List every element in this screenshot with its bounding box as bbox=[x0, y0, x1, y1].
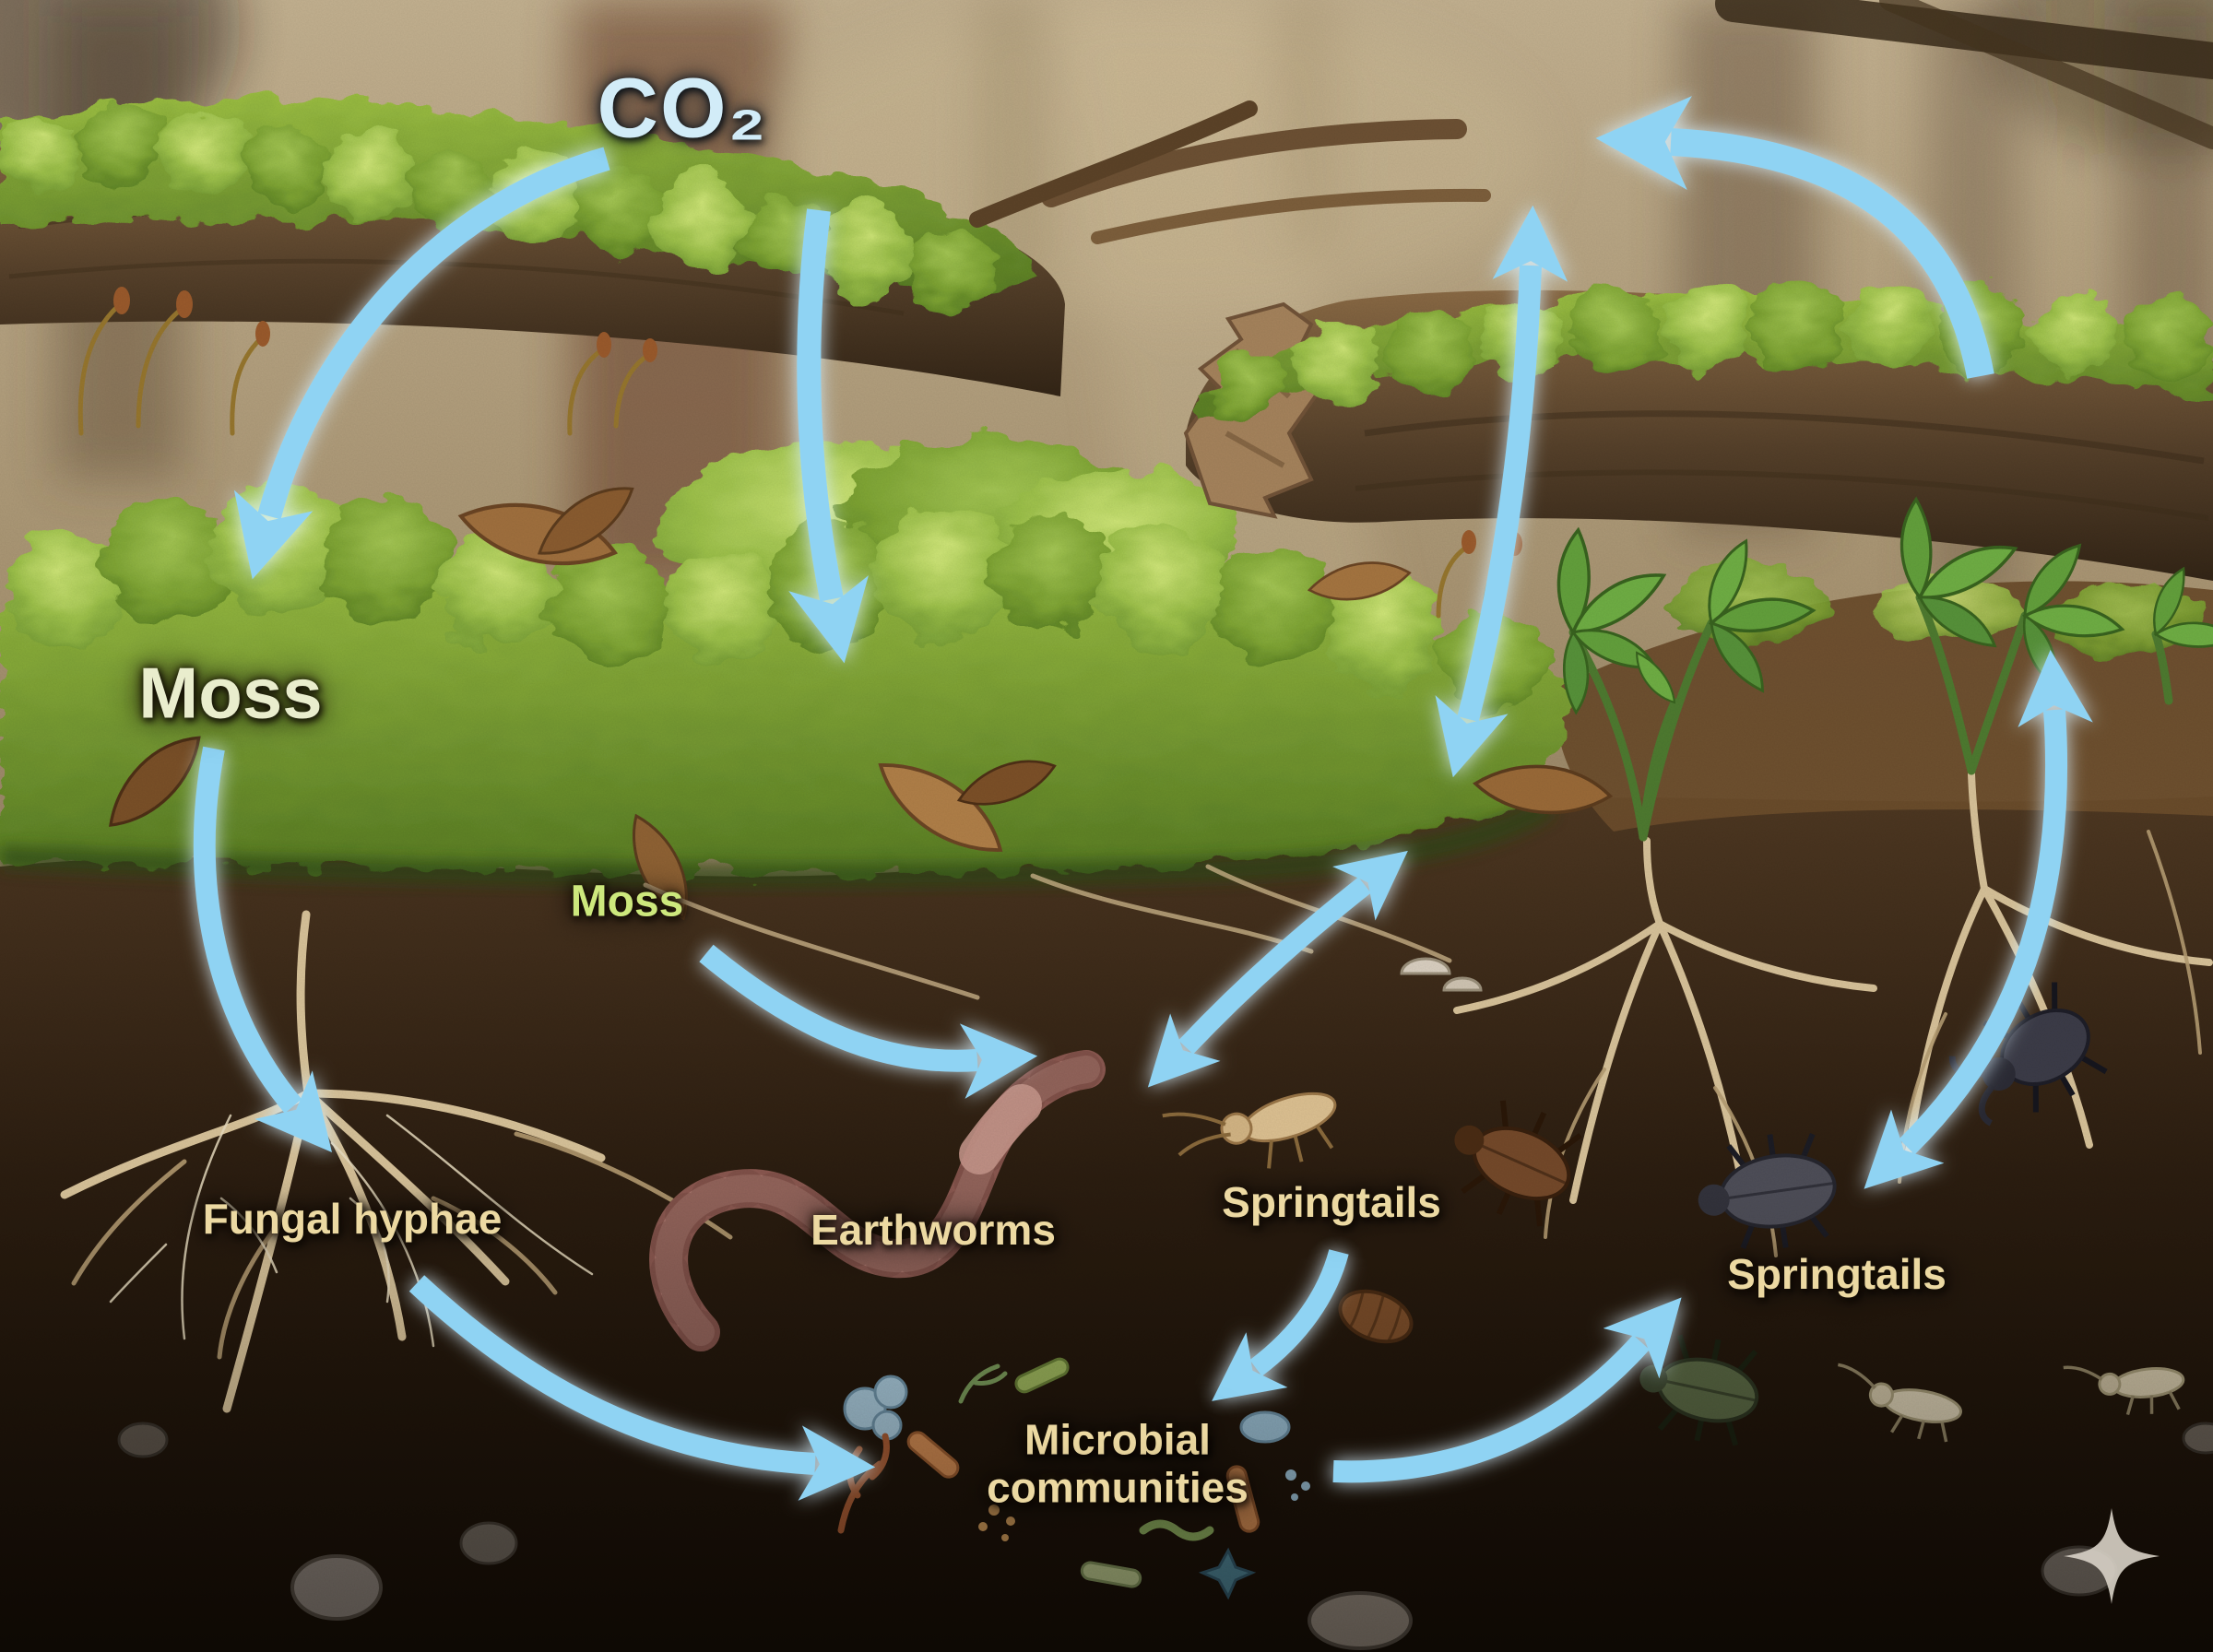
label-fungal-hyphae: Fungal hyphae bbox=[202, 1195, 503, 1243]
arrow-springtails-plants-bidirectional bbox=[1864, 649, 2093, 1189]
label-springtails-right: Springtails bbox=[1727, 1250, 1947, 1298]
label-moss-secondary: Moss bbox=[570, 877, 684, 926]
label-springtails-center: Springtails bbox=[1222, 1178, 1441, 1226]
label-microbial-communities: Microbial communities bbox=[987, 1415, 1249, 1511]
arrow-microbial-to-springtails-right bbox=[1332, 1297, 1682, 1483]
arrow-moss-to-earthworms bbox=[699, 944, 1038, 1099]
arrow-co2-to-moss-center bbox=[788, 208, 869, 664]
label-earthworms: Earthworms bbox=[811, 1206, 1056, 1254]
arrow-co2-to-moss-left bbox=[233, 147, 610, 580]
label-co2: CO₂ bbox=[597, 61, 768, 156]
arrow-fungal-to-microbial bbox=[408, 1275, 876, 1501]
arrow-earthworms-soil-surface-bidirectional bbox=[1147, 850, 1408, 1088]
sparkle-watermark-icon bbox=[2064, 1508, 2160, 1604]
label-moss-main: Moss bbox=[138, 652, 323, 734]
arrow-log-to-atmosphere bbox=[1595, 96, 1994, 379]
arrow-floor-atmosphere-bidirectional bbox=[1435, 205, 1568, 778]
arrow-springtails-to-microbial bbox=[1212, 1249, 1349, 1401]
arrow-moss-to-fungal-hyphae bbox=[193, 746, 332, 1153]
